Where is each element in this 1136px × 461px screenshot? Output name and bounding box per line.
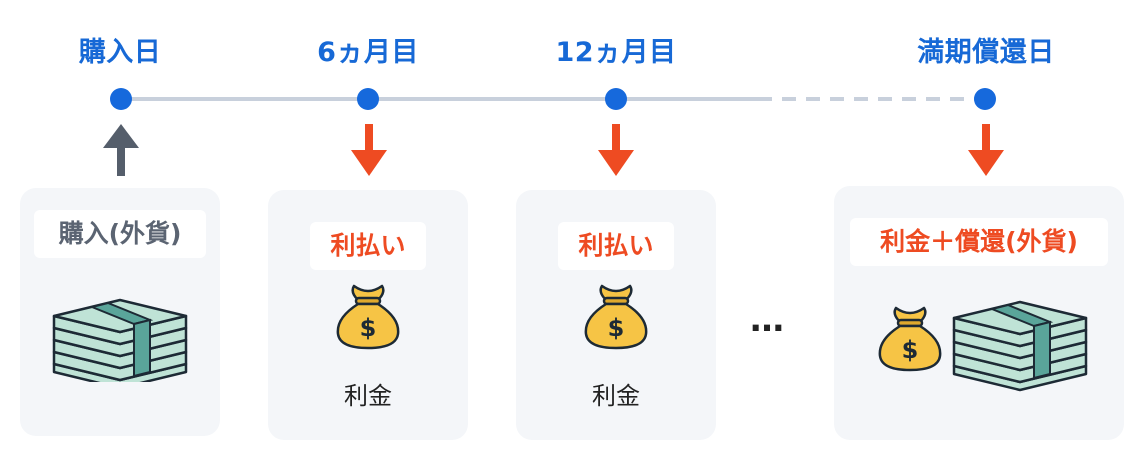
money-stack-icon — [52, 298, 188, 382]
arrow-up-icon — [103, 124, 139, 176]
timeline-label-6month: 6ヵ月目 — [317, 37, 419, 68]
arrow-down-icon — [968, 124, 1004, 176]
arrow-down-icon — [598, 124, 634, 176]
timeline-dot-maturity — [974, 88, 996, 110]
arrow-down-icon — [351, 124, 387, 176]
money-stack-icon — [952, 300, 1088, 392]
card-title-interest: 利払い — [558, 222, 674, 270]
card-purchase: 購入(外貨) — [20, 188, 220, 436]
ellipsis: … — [750, 300, 786, 340]
timeline-label-12month: 12ヵ月目 — [555, 37, 677, 68]
dollar-symbol: $ — [360, 314, 377, 342]
card-title-maturity: 利金＋償還(外貨) — [850, 218, 1108, 266]
money-bag-icon: $ — [336, 284, 400, 350]
dollar-symbol: $ — [902, 336, 919, 364]
money-bag-icon: $ — [584, 284, 648, 350]
card-maturity: 利金＋償還(外貨) $ — [834, 186, 1124, 440]
timeline-line — [121, 97, 985, 101]
timeline-dot-purchase — [110, 88, 132, 110]
timeline-dot-12month — [605, 88, 627, 110]
money-bag-icon: $ — [878, 306, 942, 372]
card-caption-interest: 利金 — [592, 382, 640, 410]
card-title-interest: 利払い — [310, 222, 426, 270]
timeline-label-maturity: 満期償還日 — [917, 37, 1055, 68]
card-interest-6month: 利払い $ 利金 — [268, 190, 468, 440]
card-title-purchase: 購入(外貨) — [34, 210, 206, 258]
card-caption-interest: 利金 — [344, 382, 392, 410]
dollar-symbol: $ — [608, 314, 625, 342]
card-interest-12month: 利払い $ 利金 — [516, 190, 716, 440]
timeline-dot-6month — [357, 88, 379, 110]
timeline-label-purchase: 購入日 — [78, 37, 162, 68]
